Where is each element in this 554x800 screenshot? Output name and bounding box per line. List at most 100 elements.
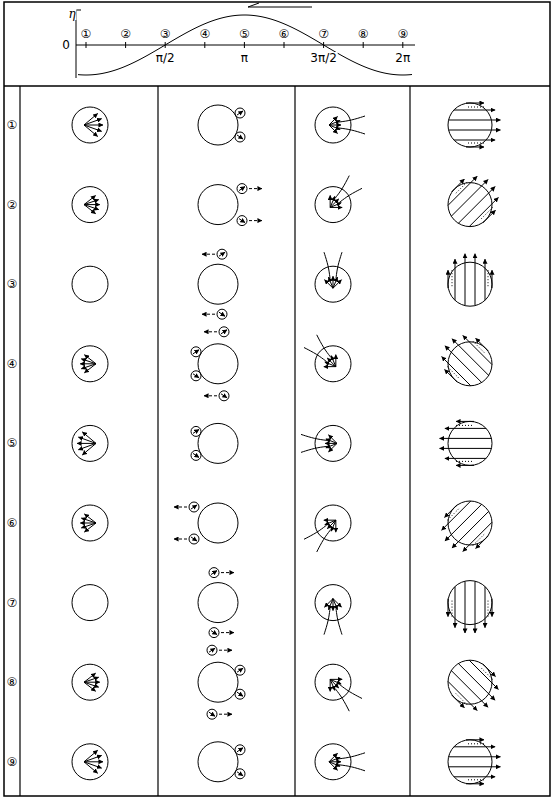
boundary-layer-dots	[481, 668, 492, 679]
column-divider	[19, 86, 20, 796]
streamline-vector	[324, 520, 336, 521]
vortex-rotation	[221, 394, 227, 398]
streamline	[304, 348, 327, 362]
vortex-drift	[221, 632, 234, 633]
vortex-rotation	[237, 748, 243, 752]
direction-arrow	[248, 7, 312, 8]
velocity-vector	[84, 762, 98, 773]
streamline	[335, 176, 349, 199]
flow-line	[455, 587, 456, 628]
streamline	[301, 434, 327, 440]
boundary-layer	[466, 147, 484, 148]
vortex-rotation	[191, 505, 197, 509]
axis-label: 0	[61, 39, 71, 51]
streamline-vector	[333, 280, 341, 288]
boundary-layer-dots	[452, 270, 453, 286]
phase-value: 2π	[394, 52, 411, 64]
streamline-vector	[331, 356, 336, 367]
velocity-vector	[81, 364, 96, 369]
boundary-layer	[445, 369, 458, 382]
vortex	[235, 132, 245, 142]
velocity-vector	[84, 205, 99, 210]
streamline	[339, 128, 365, 134]
boundary-layer-dots	[468, 107, 484, 108]
vortex	[219, 327, 229, 337]
velocity-vector	[78, 443, 96, 449]
boundary-layer	[452, 695, 465, 708]
vortex-rotation	[219, 312, 225, 316]
streamline	[304, 525, 327, 539]
flow-line	[451, 180, 488, 217]
vortex-rotation	[193, 453, 199, 457]
streamline	[324, 252, 330, 278]
flow-line	[454, 776, 495, 777]
phase-number: ②	[119, 28, 132, 40]
velocity-vector	[84, 196, 96, 205]
wave-profile	[78, 15, 412, 75]
boundary-layer	[448, 599, 449, 617]
velocity-vector	[84, 125, 103, 126]
vortex	[235, 665, 245, 675]
row-number: ⑨	[6, 756, 19, 768]
flow-line	[442, 357, 471, 386]
flow-line	[445, 504, 482, 541]
flow-line	[463, 522, 492, 551]
axis-tick	[284, 42, 285, 48]
cylinder	[72, 585, 108, 621]
flow-line	[445, 428, 486, 429]
velocity-vector	[82, 432, 96, 443]
axis-tick	[244, 42, 245, 48]
vortex-rotation	[211, 571, 217, 575]
vortex	[235, 689, 245, 699]
boundary-layer	[476, 338, 489, 351]
cylinder	[198, 264, 238, 304]
streamline	[335, 689, 349, 712]
vortex-drift	[174, 539, 187, 540]
direction-arrowhead	[248, 3, 259, 7]
cylinder	[315, 664, 351, 700]
vortex	[237, 184, 247, 194]
phase-value: 3π/2	[309, 52, 338, 64]
cylinder	[198, 583, 238, 623]
vortex	[237, 216, 247, 226]
boundary-layer-dots	[456, 425, 472, 426]
velocity-vector	[81, 518, 96, 523]
phase-number: ④	[198, 28, 211, 40]
boundary-layer	[466, 103, 484, 104]
phase-number: ⑨	[396, 28, 409, 40]
cylinder	[72, 346, 108, 382]
velocity-vector	[84, 125, 102, 131]
streamline-vector	[325, 599, 333, 607]
velocity-vector	[84, 514, 96, 523]
streamline	[301, 446, 327, 452]
flow-line	[485, 587, 486, 628]
vortex-rotation	[237, 668, 243, 672]
streamline-vector	[329, 277, 333, 288]
vortex-drift	[219, 714, 232, 715]
velocity-vector	[84, 761, 103, 762]
streamline-vector	[325, 520, 336, 525]
flow-line	[475, 254, 476, 306]
row-number: ②	[6, 199, 19, 211]
vortex-drift	[202, 314, 215, 315]
vortex	[189, 502, 199, 512]
flow-line	[454, 110, 495, 111]
axis	[76, 10, 77, 78]
flow-line	[449, 130, 501, 131]
streamline	[339, 753, 365, 759]
flow-line	[469, 660, 498, 689]
phase-number: ⑦	[317, 28, 330, 40]
vortex-rotation	[239, 187, 245, 191]
flow-line	[463, 335, 492, 364]
axis-tick	[363, 42, 364, 48]
boundary-layer-dots	[473, 534, 484, 545]
row-number: ③	[6, 278, 19, 290]
streamline-vector	[329, 757, 340, 761]
velocity-vector	[77, 443, 96, 444]
vortex	[207, 645, 217, 655]
flow-line	[449, 766, 501, 767]
vortex-rotation	[209, 648, 215, 652]
velocity-vector	[84, 677, 99, 682]
boundary-layer-dots	[468, 779, 484, 780]
